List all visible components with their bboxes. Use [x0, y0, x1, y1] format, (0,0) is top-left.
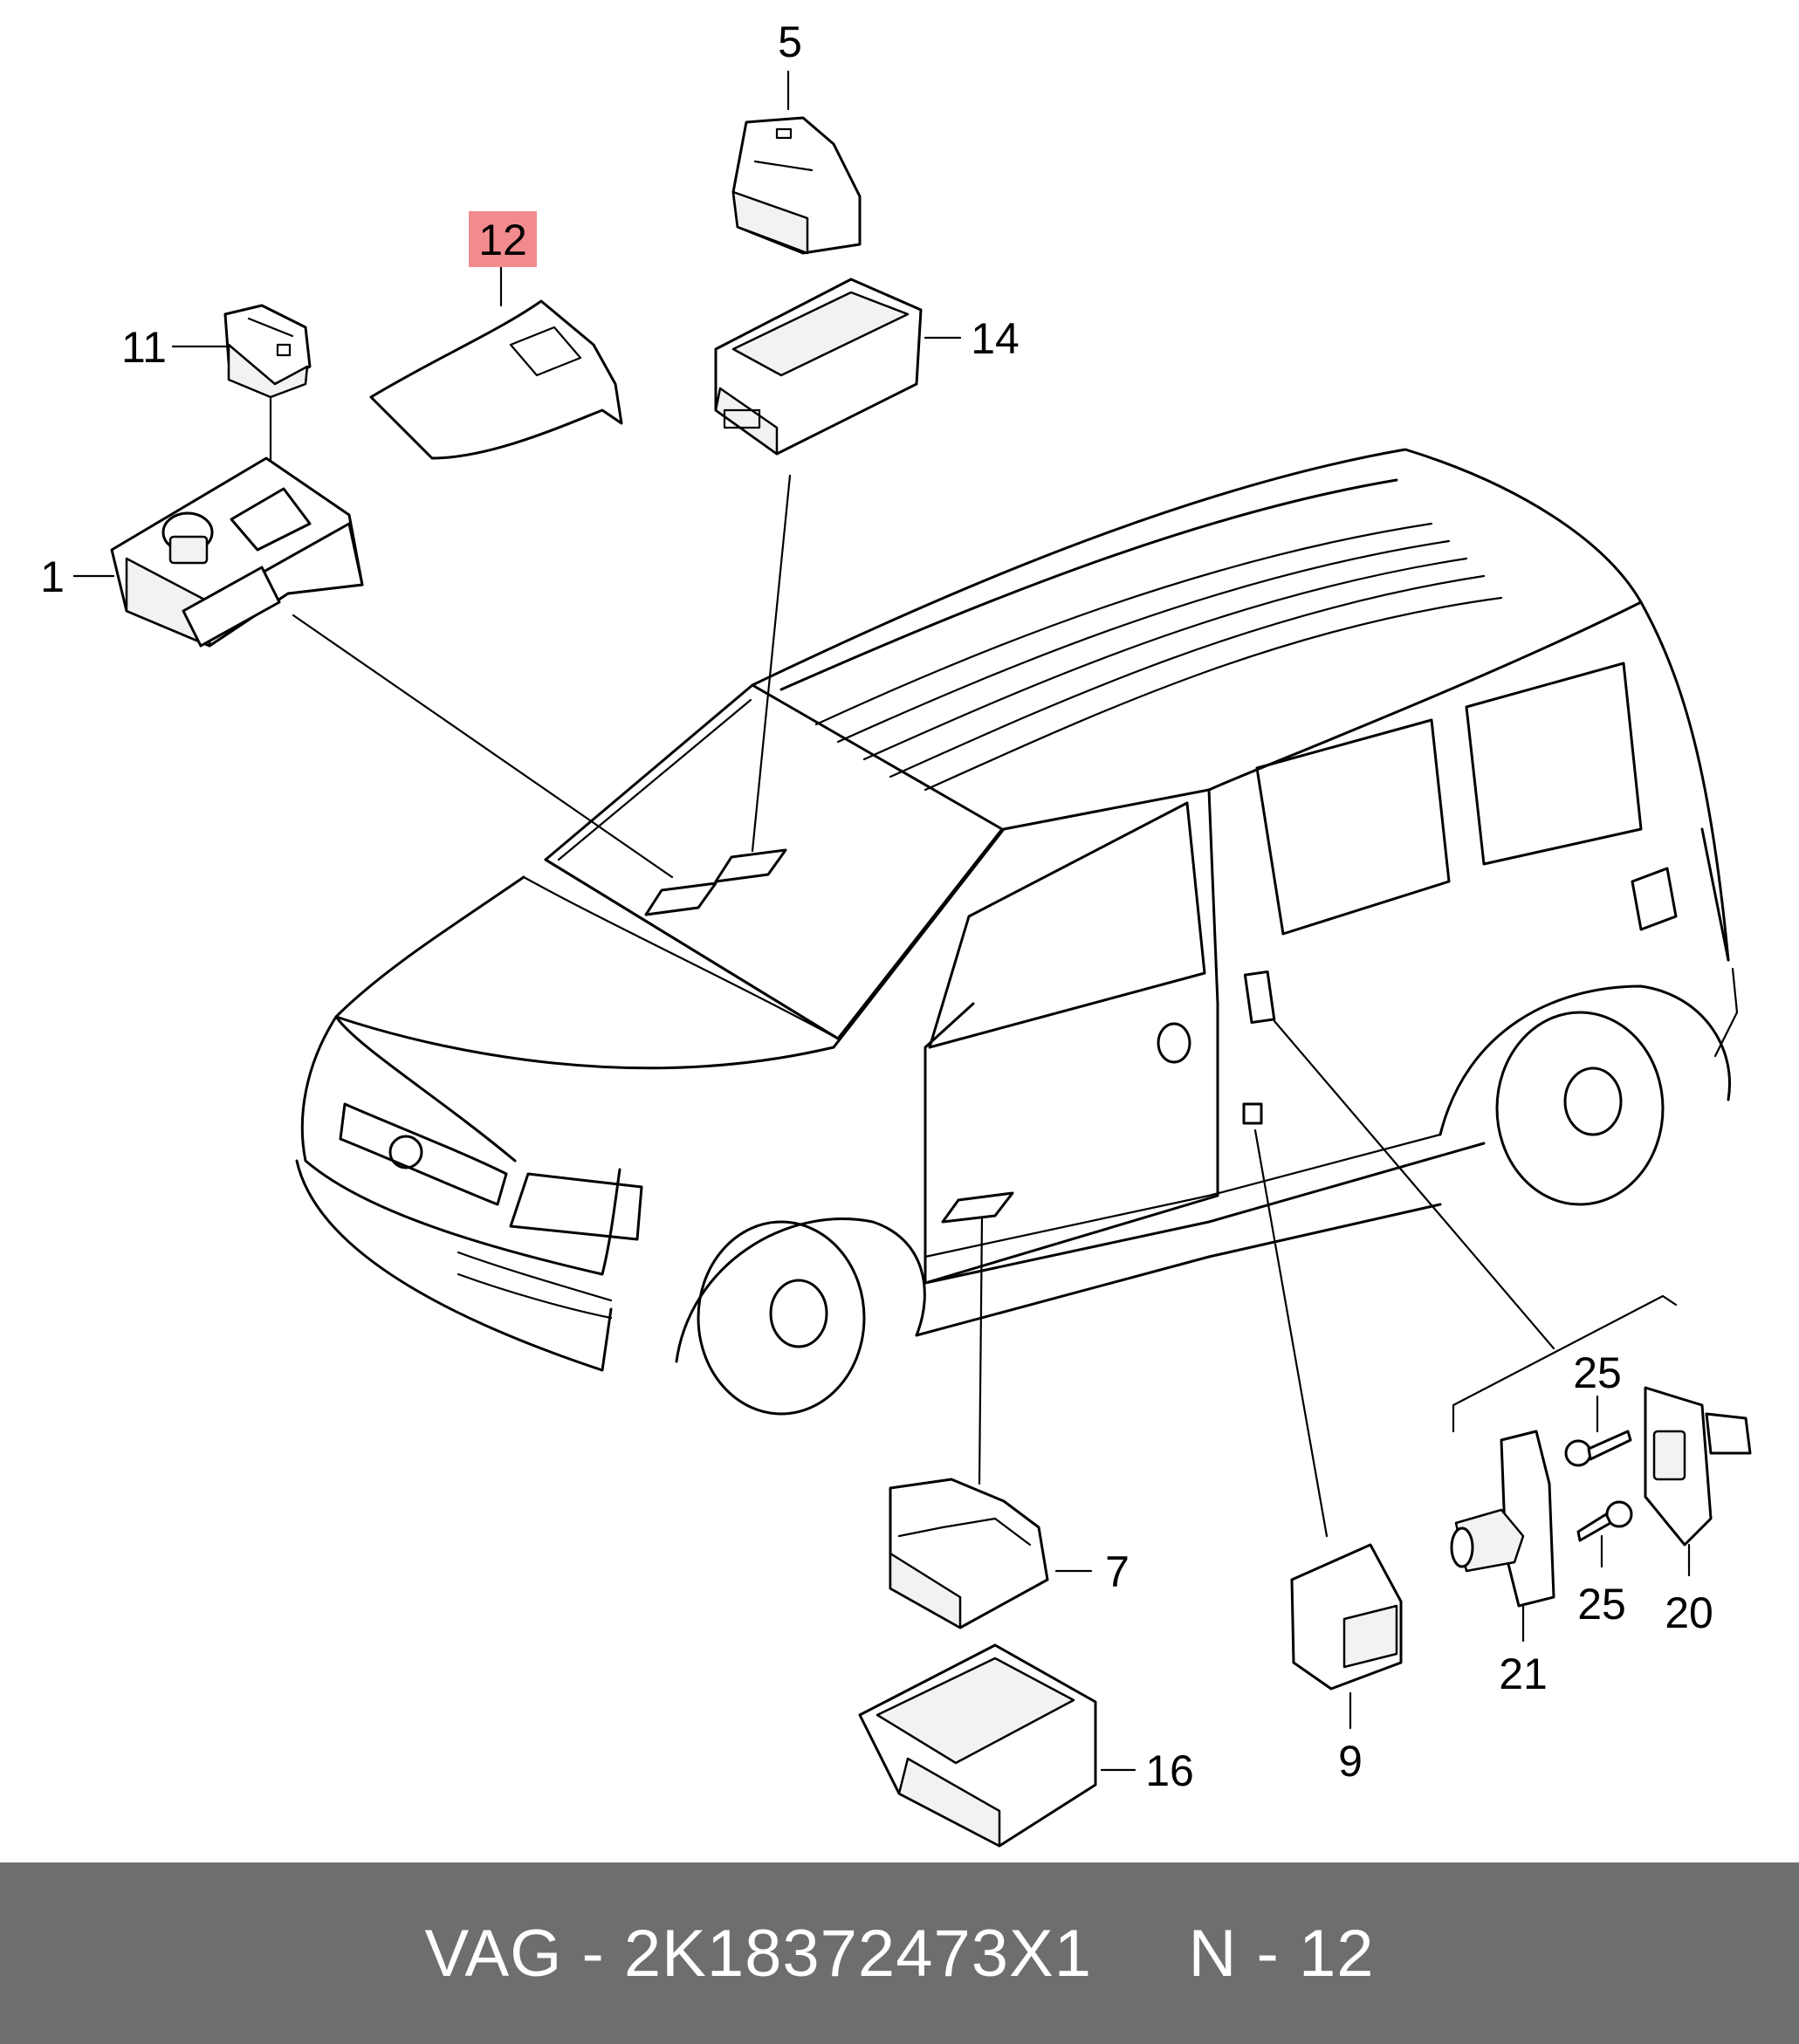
- callout-21[interactable]: 21: [1499, 1650, 1548, 1698]
- part-14-switch-bezel[interactable]: [714, 278, 923, 456]
- callout-12-highlight: [469, 211, 537, 267]
- part-25-screw-upper[interactable]: [1564, 1430, 1632, 1467]
- part-11-switch[interactable]: [223, 304, 312, 399]
- callout-7[interactable]: 7: [1105, 1547, 1130, 1596]
- callout-1[interactable]: 1: [40, 552, 65, 601]
- part-16-bezel[interactable]: [858, 1643, 1097, 1848]
- part-20-door-contact[interactable]: [1644, 1386, 1752, 1547]
- part-7-dual-window-switch[interactable]: [889, 1478, 1049, 1629]
- part-9-switch[interactable]: [1290, 1543, 1403, 1691]
- callout-9[interactable]: 9: [1338, 1737, 1363, 1786]
- callout-16[interactable]: 16: [1145, 1746, 1194, 1795]
- part-12-trim-cover[interactable]: [369, 299, 623, 460]
- part-number-text: VAG - 2K18372473X1 N - 12: [424, 1916, 1375, 1991]
- callout-14[interactable]: 14: [971, 314, 1020, 363]
- part-1-mirror-switch[interactable]: [110, 456, 364, 648]
- callout-5[interactable]: 5: [778, 17, 802, 66]
- callout-20[interactable]: 20: [1665, 1588, 1713, 1637]
- callout-25-upper[interactable]: 25: [1573, 1348, 1622, 1397]
- van-illustration: [295, 448, 1739, 1416]
- callout-25-lower[interactable]: 25: [1577, 1580, 1626, 1629]
- leader-lines: [72, 70, 1691, 1772]
- parts-diagram: 12 1 11 5 14 7 16 9 21 20 25 25: [40, 17, 1752, 1848]
- callout-labels: 12 1 11 5 14 7 16 9 21 20 25 25: [40, 17, 1713, 1795]
- part-5-window-switch[interactable]: [731, 116, 862, 255]
- callout-11[interactable]: 11: [121, 323, 167, 372]
- callout-12[interactable]: 12: [478, 216, 527, 264]
- part-25-screw-lower[interactable]: [1576, 1500, 1633, 1542]
- part-number-footer: VAG - 2K18372473X1 N - 12: [0, 1862, 1799, 2044]
- part-21-contact-switch[interactable]: [1450, 1430, 1555, 1608]
